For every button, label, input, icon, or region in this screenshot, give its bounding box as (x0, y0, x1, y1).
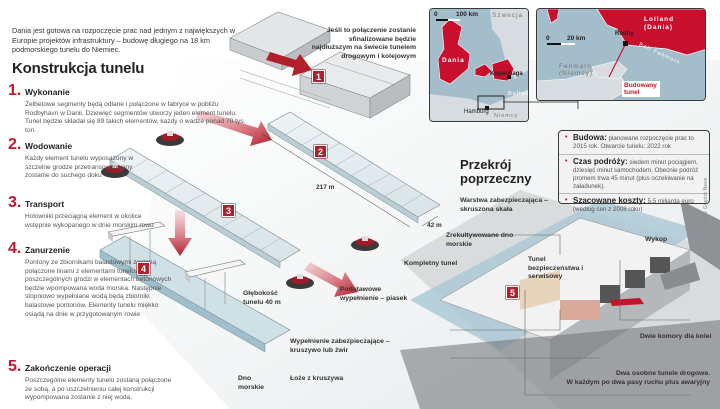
overview-scale-zero: 0 (434, 11, 438, 18)
step-3: 3.Transport Holowniki przeciągną element… (8, 194, 258, 230)
step-1: 1.Wykonanie Żelbetowe segmenty będą odla… (8, 82, 258, 135)
step-title: Zanurzenie (25, 245, 70, 255)
map-label-lolland: Lolland (Dania) (644, 16, 675, 31)
top-note: Jeśli to połączenie zostanie sfinalizowa… (311, 27, 416, 60)
arrow-1 (266, 52, 312, 76)
divider (559, 153, 709, 155)
map-label-copenhagen: Kopenhaga (490, 71, 523, 77)
info-text: 5,5 miliarda euro (według cen z 2008 rok… (573, 198, 694, 214)
depth-label: Głębokość tunelu 40 m (243, 290, 281, 306)
map-label-hamburg: Hamburg (464, 109, 489, 115)
cross-section-title: Przekrój poprzeczny (460, 158, 532, 186)
step-number: 4. (8, 240, 22, 257)
label-complete-tunnel: Kompletny tunel (404, 260, 458, 267)
step-description: Holowniki przeciągną element w okolice w… (25, 213, 154, 229)
badge-2: 2 (314, 145, 327, 158)
step-description: Każdy element tunelu wyposażony w szczel… (25, 155, 134, 180)
label-base-fill: Podstawowe wypełnienie – piasek (340, 286, 408, 302)
bullet-icon: • (565, 157, 568, 165)
step-number: 2. (8, 136, 22, 153)
bullet-icon: • (565, 134, 568, 141)
info-box: • Budowa: planowane rozpoczęcie prac to … (558, 130, 710, 213)
badge-5: 5 (506, 286, 519, 299)
step-description: Żelbetowe segmenty będą odlane i połączo… (25, 101, 246, 134)
step-title: Wykonanie (25, 87, 70, 97)
intro-text: Dania jest gotowa na rozpoczęcie prac na… (12, 26, 236, 55)
info-text: siedem minut pociągiem, dziesięć minut s… (573, 158, 699, 190)
step-number: 5. (8, 358, 22, 375)
factory-segments (229, 11, 411, 119)
badge-1: 1 (312, 70, 325, 83)
arrow-3 (304, 262, 358, 297)
overview-map-graphic (430, 9, 528, 121)
info-item-construction: • Budowa: planowane rozpoczęcie prac to … (563, 134, 705, 151)
label-road-tunnels-line1: Dwa osobne tunele drogowe. (615, 370, 710, 377)
map-label-germany: Niemcy (494, 113, 519, 119)
length-label: 217 m (316, 184, 335, 191)
width-label: 42 m (427, 222, 442, 229)
cross-section-title-line2: poprzeczny (460, 171, 532, 186)
arrow-2 (196, 110, 272, 146)
step-title: Wodowanie (25, 141, 73, 151)
detail-map-graphic (537, 9, 705, 100)
label-reclaimed-seabed: Zrekultywowane dno morskie (446, 232, 514, 248)
info-label: Czas podróży: (573, 156, 628, 166)
info-label: Szacowane koszty: (573, 196, 646, 206)
tugboats (101, 131, 379, 289)
step-2: 2.Wodowanie Każdy element tunelu wyposaż… (8, 136, 258, 181)
step-5: 5.Zakończenie operacji Poszczególne elem… (8, 358, 258, 403)
overview-scale-label: 100 km (456, 11, 479, 18)
step-4: 4.Zanurzenie Pontony ze zbiornikami bala… (8, 240, 258, 319)
info-text: planowane rozpoczęcie prac to 2015 rok. … (573, 135, 694, 150)
label-protective-fill: Wypełnienie zabezpieczające – kruszywo l… (290, 338, 390, 354)
info-item-travel-time: • Czas podróży: siedem minut pociągiem, … (563, 156, 705, 191)
map-label-denmark: Dania (442, 57, 465, 64)
label-safety-tunnel: Tunel bezpieczeństwa i serwisowy (528, 256, 584, 281)
label-road-tunnels: Dwa osobne tunele drogowe. W każdym po d… (560, 370, 710, 387)
label-excavation: Wykop (645, 236, 668, 243)
step-number: 1. (8, 82, 22, 99)
map-label-fehmarn: Fehmarn (Niemcy) (559, 63, 593, 77)
step-title: Transport (25, 199, 65, 209)
step-description: Pontony ze zbiornikami balastowymi zosta… (25, 259, 172, 318)
label-gravel-bed: Łoże z kruszywa (290, 375, 344, 382)
step-number: 3. (8, 194, 22, 211)
tunnel-element-2 (261, 111, 441, 228)
badge-4: 4 (137, 262, 150, 275)
step-title: Zakończenie operacji (25, 363, 111, 373)
label-protective-layer: Warstwa zabezpieczająca – skruszona skał… (460, 197, 548, 213)
badge-3: 3 (222, 204, 235, 217)
divider (559, 193, 709, 195)
arrow-4 (168, 210, 192, 256)
map-label-tunnel: Budowany tunel (622, 81, 660, 97)
main-title: Konstrukcja tunelu (12, 60, 145, 77)
map-label-baltic: Bałtyk (508, 91, 529, 97)
detail-scale-zero: 0 (546, 35, 550, 42)
map-label-rodby: Rodby (615, 31, 634, 37)
step-description: Poszczególne elementy tunelu zostaną poł… (25, 377, 172, 402)
leader-lines (450, 234, 690, 396)
overview-map[interactable]: 0 100 km Szwecja Dania Kopenhaga Bałtyk … (429, 8, 529, 122)
detail-map[interactable]: 0 20 km Lolland (Dania) Rodby Bełt Fehma… (536, 8, 706, 101)
label-rail-chambers: Dwie komory dla kolei (640, 333, 712, 340)
detail-scale-label: 20 km (567, 35, 586, 42)
info-label: Budowa: (573, 133, 607, 142)
label-road-tunnels-line2: W każdym po dwa pasy ruchu plus awaryjny (566, 378, 710, 386)
info-item-costs: • Szacowane koszty: 5,5 miliarda euro (w… (563, 197, 705, 214)
tunnel-element-3 (109, 147, 301, 269)
cross-section-title-line1: Przekrój (460, 157, 512, 172)
cross-section-illustration (400, 190, 720, 409)
seabed-label: Dno morskie (238, 375, 265, 391)
source-credit: info: Graphic News (703, 177, 709, 220)
map-label-sweden: Szwecja (492, 12, 524, 19)
bullet-icon: • (565, 197, 568, 205)
